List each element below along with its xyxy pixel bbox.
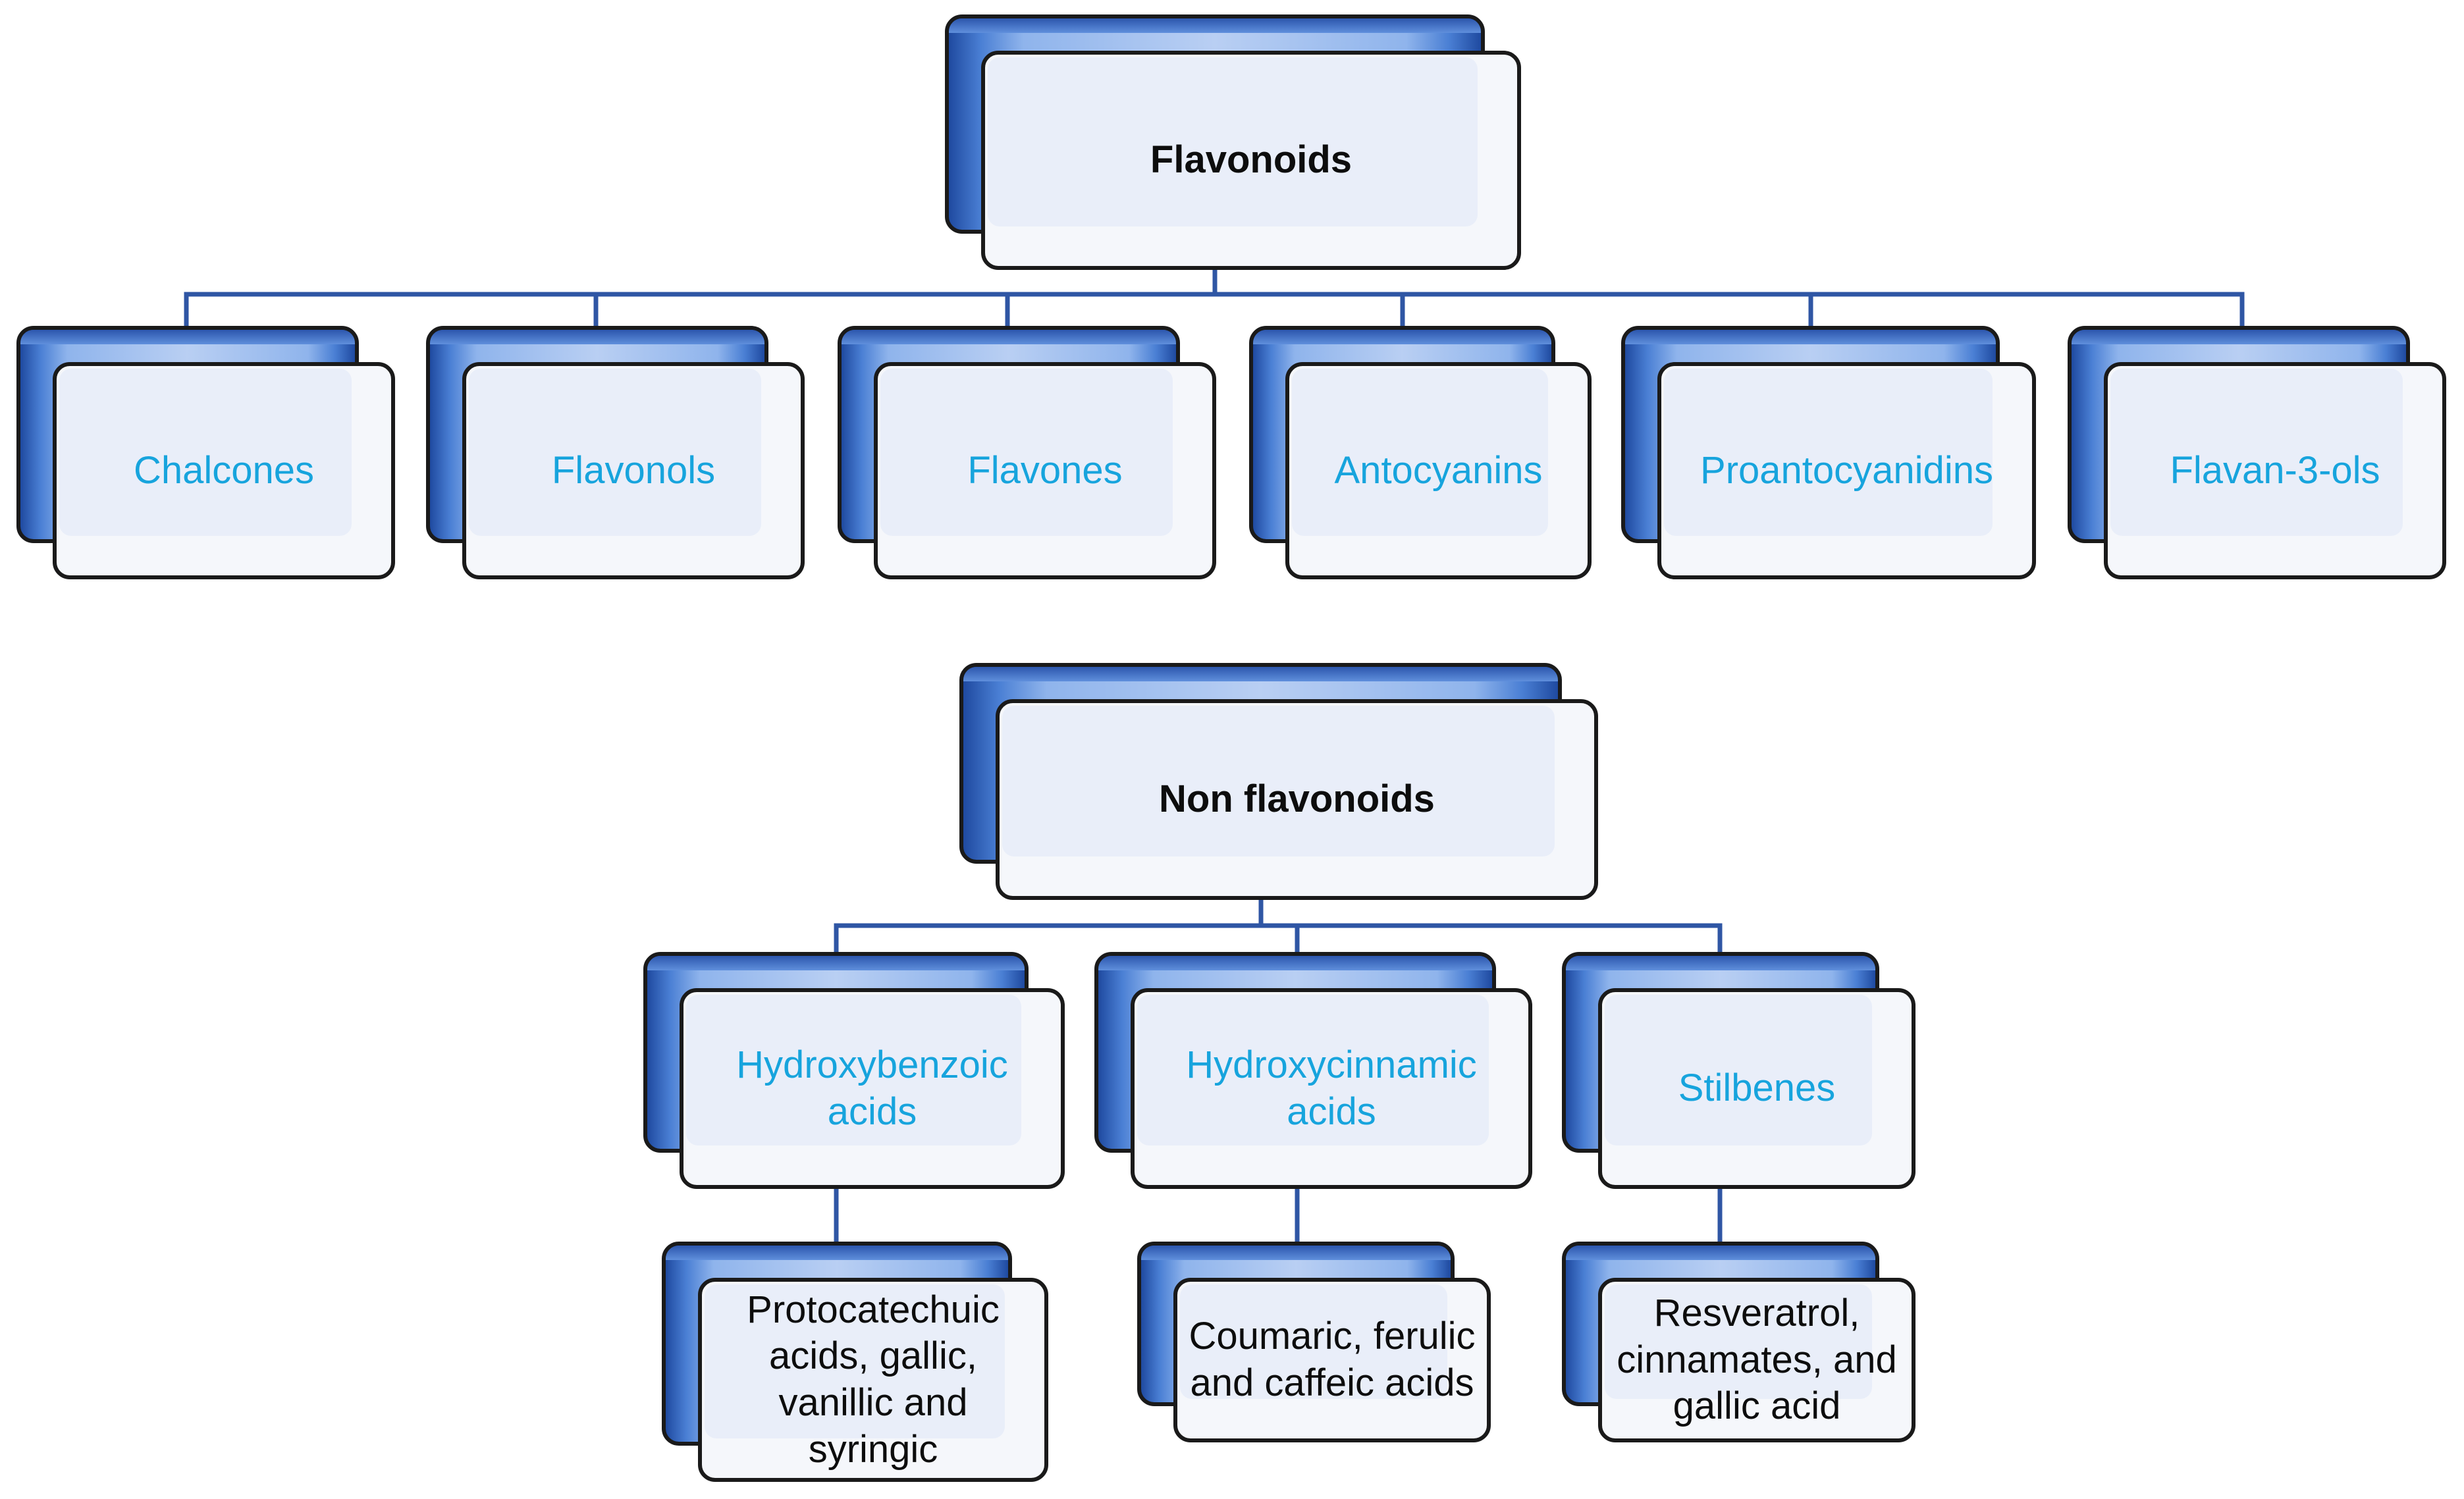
hydroxybenzoic-acids-examples: Protocatechuic acids, gallic, vanillic a… [662,1242,1048,1482]
node-face: Proantocyanidins [1657,362,2036,579]
category-label: Hydroxybenzoic acids [736,1043,1008,1133]
stilbenes-examples: Resveratrol, cinnamates, and gallic acid [1562,1242,1915,1442]
node-face: Flavan-3-ols [2104,362,2446,579]
flavonoid-category-chalcones: Chalcones [16,326,395,579]
node-face: Protocatechuic acids, gallic, vanillic a… [698,1278,1048,1482]
flavonoid-category-flavan-3-ols: Flavan-3-ols [2068,326,2446,579]
category-label: Hydroxycinnamic acids [1186,1043,1477,1133]
non-flavonoid-category-stilbenes: Stilbenes [1562,952,1915,1189]
flavonoids-title: Flavonoids [1150,138,1353,182]
category-label: Proantocyanidins [1700,448,1993,492]
flavonoid-category-flavones: Flavones [838,326,1216,579]
node-face: Non flavonoids [996,699,1598,900]
node-face: Coumaric, ferulic and caffeic acids [1173,1278,1491,1442]
category-label: Flavan-3-ols [2170,448,2380,492]
flavonoid-category-proantocyanidins: Proantocyanidins [1621,326,2036,579]
category-label: Chalcones [133,448,315,492]
flavonoids-root-node: Flavonoids [945,14,1521,270]
node-face: Flavonoids [981,51,1521,270]
flavonoid-category-antocyanins: Antocyanins [1249,326,1592,579]
category-label: Flavonols [551,448,716,492]
node-face: Hydroxycinnamic acids [1131,988,1532,1189]
node-face: Resveratrol, cinnamates, and gallic acid [1598,1278,1915,1442]
non-flavonoids-title: Non flavonoids [1159,777,1435,821]
category-label: Stilbenes [1678,1066,1836,1110]
node-face: Flavonols [462,362,805,579]
category-label: Flavones [967,448,1123,492]
node-face: Antocyanins [1285,362,1592,579]
node-face: Stilbenes [1598,988,1915,1189]
flavonoid-category-flavonols: Flavonols [426,326,805,579]
node-face: Hydroxybenzoic acids [680,988,1065,1189]
node-face: Flavones [874,362,1216,579]
non-flavonoids-root-node: Non flavonoids [959,663,1598,900]
example-label: Resveratrol, cinnamates, and gallic acid [1617,1291,1897,1428]
example-label: Coumaric, ferulic and caffeic acids [1189,1315,1476,1404]
non-flavonoid-category-hydroxybenzoic-acids: Hydroxybenzoic acids [643,952,1065,1189]
category-label: Antocyanins [1334,448,1543,492]
node-face: Chalcones [53,362,395,579]
non-flavonoid-category-hydroxycinnamic-acids: Hydroxycinnamic acids [1094,952,1532,1189]
hydroxycinnamic-acids-examples: Coumaric, ferulic and caffeic acids [1137,1242,1491,1442]
example-label: Protocatechuic acids, gallic, vanillic a… [747,1288,1000,1471]
